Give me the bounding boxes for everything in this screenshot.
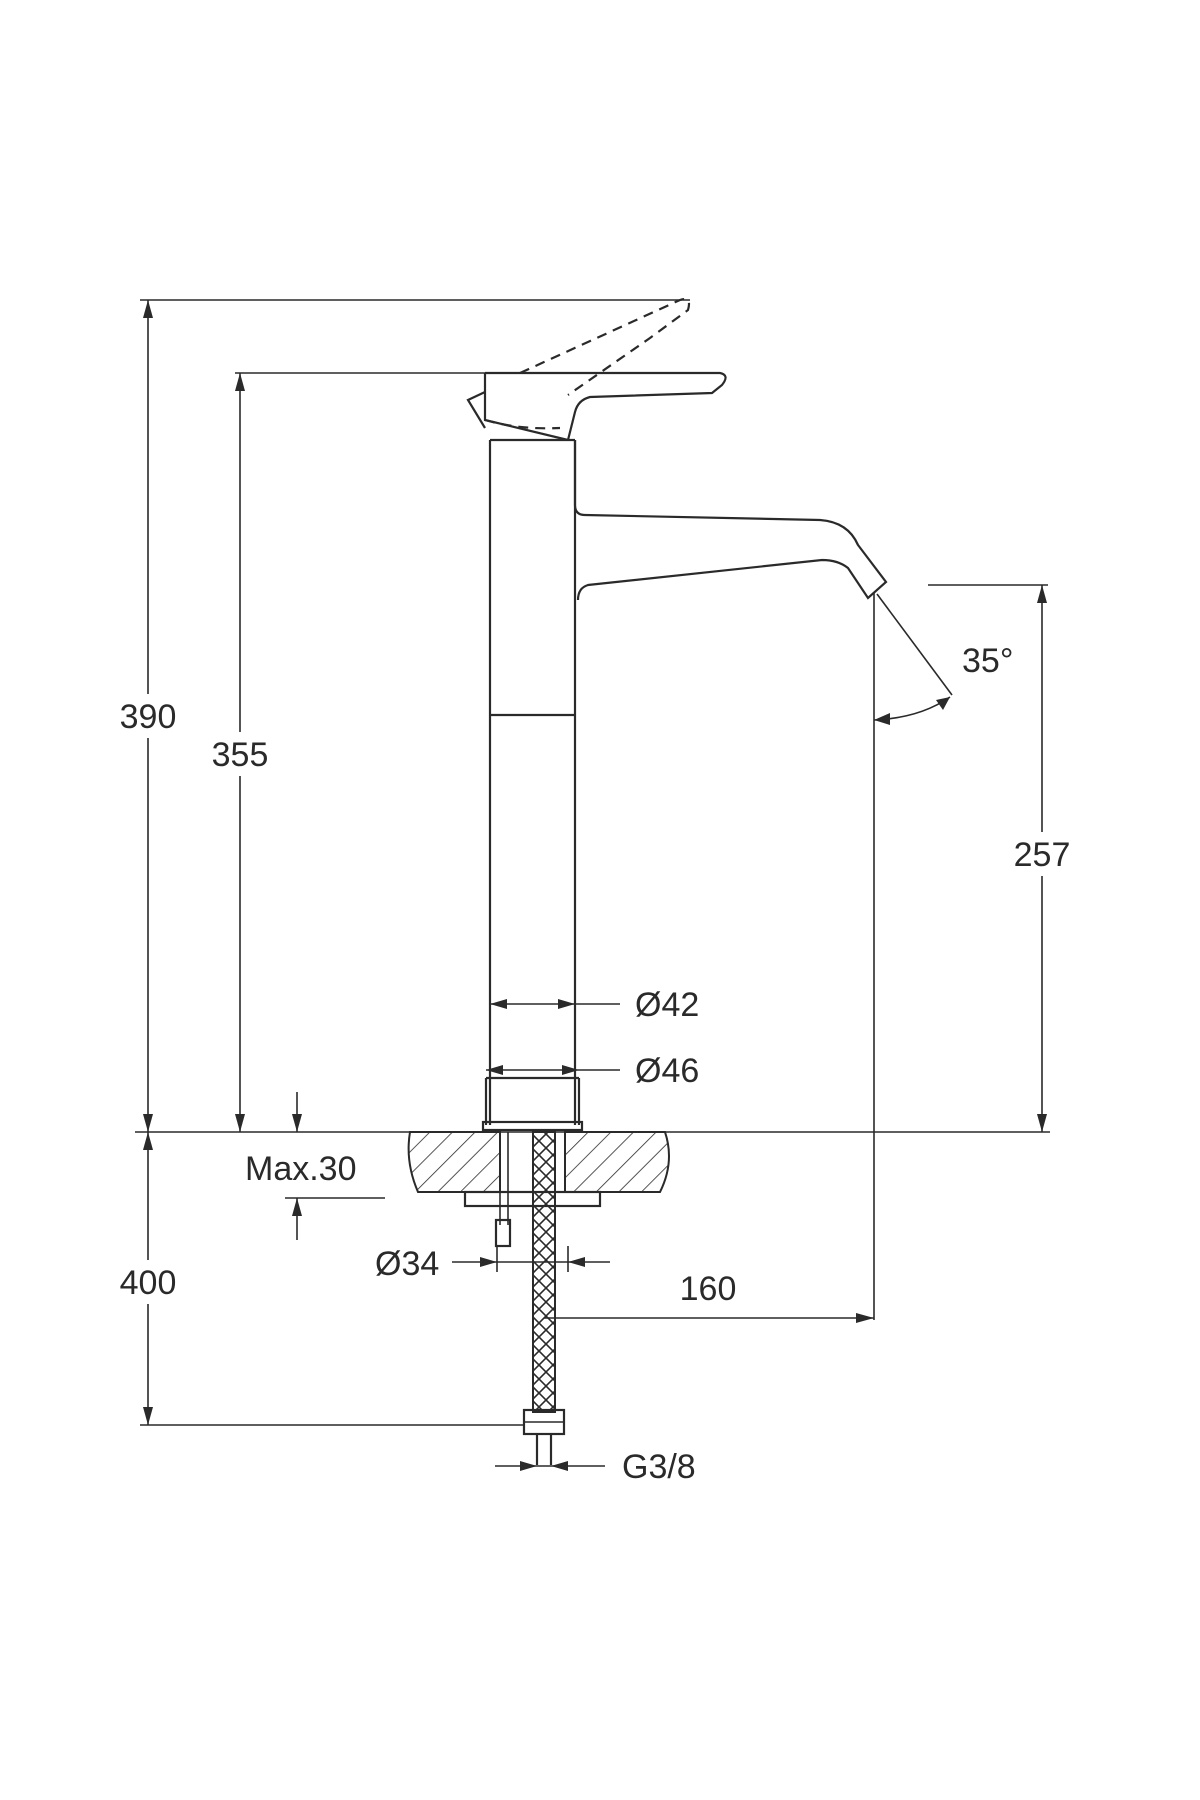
dim-connection-thread: G3/8 (495, 1448, 696, 1486)
outlet-height-label: 257 (1014, 836, 1071, 874)
dim-max-deck: Max.30 (245, 1092, 385, 1240)
dim-spout-angle: 35° (873, 592, 1013, 1320)
spout-angle-label: 35° (962, 642, 1013, 680)
faucet-lever (466, 298, 727, 442)
dim-total-height: 390 (115, 299, 690, 1132)
diameter-46-label: Ø46 (635, 1052, 699, 1090)
faucet-body (481, 438, 584, 1132)
dim-diameter-46: Ø46 (486, 1052, 699, 1090)
total-height-label: 390 (120, 698, 177, 736)
lever-height-label: 355 (212, 736, 269, 774)
max-deck-label: Max.30 (245, 1150, 357, 1188)
spout-projection-label: 160 (680, 1270, 737, 1308)
dim-diameter-42: Ø42 (490, 986, 699, 1024)
dim-hose-length: 400 (115, 1132, 524, 1426)
dim-hole-34: Ø34 (375, 1245, 610, 1283)
hose-length-label: 400 (120, 1264, 177, 1302)
connection-thread-label: G3/8 (622, 1448, 696, 1486)
diameter-42-label: Ø42 (635, 986, 699, 1024)
hole-34-label: Ø34 (375, 1245, 439, 1283)
flexible-hose (522, 1131, 566, 1465)
dim-outlet-height: 257 (928, 584, 1076, 1132)
dim-lever-height: 355 (206, 372, 485, 1132)
dim-spout-projection: 160 (544, 1270, 874, 1323)
faucet-spout (573, 440, 888, 601)
